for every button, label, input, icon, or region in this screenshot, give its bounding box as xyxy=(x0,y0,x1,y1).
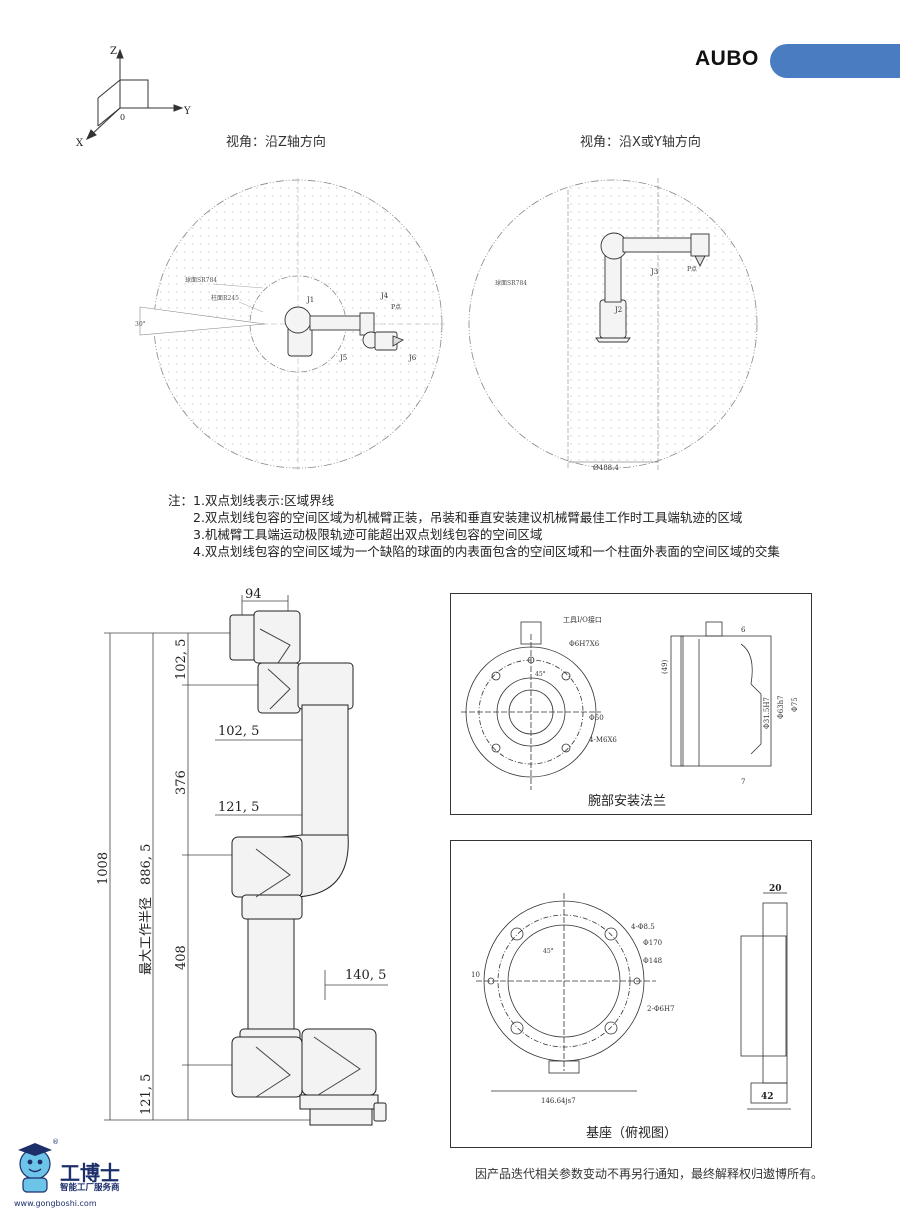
side-arm-model xyxy=(595,232,710,343)
base-d10-label: 10 xyxy=(471,971,480,979)
dim-121-5-h: 121, 5 xyxy=(218,800,259,815)
axis-x-label: X xyxy=(76,138,84,149)
side-j3-label: J3 xyxy=(650,268,658,276)
flange-d6-label: 6 xyxy=(741,626,746,634)
disclaimer-text: 因产品迭代相关参数变动不再另行通知，最终解释权归遨博所有。 xyxy=(475,1167,824,1181)
base-drawing: 4-Φ8.5 Φ170 Φ148 2-Φ6H7 10 45° 146.64js7… xyxy=(471,884,791,1110)
note-line-1: 注：1.双点划线表示:区域界线 xyxy=(168,492,780,509)
note-line-4: 4.双点划线包容的空间区域为一个缺陷的球面的内表面包含的空间区域和一个柱面外表面… xyxy=(193,544,780,559)
flange-d75-label: Φ75 xyxy=(791,697,799,712)
top-j6-label: J6 xyxy=(408,354,417,362)
base-d170-label: Φ170 xyxy=(643,939,662,947)
logo-cn-text: 工博士 xyxy=(60,1161,120,1185)
flange-d50-label: Φ50 xyxy=(589,714,604,722)
base-d146-label: 146.64js7 xyxy=(541,1097,576,1105)
dim-140-5: 140, 5 xyxy=(345,968,386,983)
axis-y-label: Y xyxy=(183,106,191,117)
side-dia-label: Ø488.4 xyxy=(593,464,619,472)
base-holes-label: 4-Φ8.5 xyxy=(631,923,655,931)
arm-elevation-drawing: 94 102, 5 121, 5 140, 5 1008 最大工作半径 886,… xyxy=(96,587,388,1126)
flange-drawing: 工具I/O接口 Φ6H7X6 Φ50 4-M6X6 45° (49) 6 Φ31… xyxy=(461,615,799,790)
base-panel xyxy=(450,840,812,1148)
top-angle-label: 30° xyxy=(135,321,146,328)
base-d148-label: Φ148 xyxy=(643,957,662,965)
top-arm-model xyxy=(284,306,405,357)
top-view-drawing: 30° 球面SR784 柱面R245 J1 J4 P点 J5 J6 xyxy=(135,178,445,470)
brand-logo: AUBO xyxy=(695,47,759,70)
logo-subtitle: 智能工厂服务商 xyxy=(60,1183,120,1193)
top-j4-label: J4 xyxy=(380,292,389,300)
top-sphere-label: 球面SR784 xyxy=(185,276,217,284)
arm-body xyxy=(229,610,387,1126)
side-view-title: 视角：沿X或Y轴方向 xyxy=(580,135,701,150)
note-line-2: 2.双点划线包容的空间区域为机械臂正装，吊装和垂直安装建议机械臂最佳工作时工具端… xyxy=(193,510,743,525)
brand-bar xyxy=(770,44,900,78)
base-caption: 基座（俯视图） xyxy=(586,1126,678,1141)
note-line-3: 3.机械臂工具端运动极限轨迹可能超出双点划线包容的空间区域 xyxy=(193,527,543,542)
side-view-drawing: Ø488.4 球面SR784 J2 J3 P点 xyxy=(468,178,758,472)
dim-408: 408 xyxy=(174,945,189,970)
top-cyl-label: 柱面R245 xyxy=(211,294,239,302)
logo-url: www.gongboshi.com xyxy=(14,1199,97,1208)
flange-io-label: 工具I/O接口 xyxy=(563,615,602,624)
dim-94: 94 xyxy=(245,587,262,602)
top-p-label: P点 xyxy=(391,303,401,311)
flange-d49-label: (49) xyxy=(661,659,669,674)
dim-reach-label: 最大工作半径 xyxy=(139,897,154,975)
side-p-label: P点 xyxy=(687,265,697,273)
dim-1008: 1008 xyxy=(96,852,111,885)
axis-origin-label: 0 xyxy=(120,113,125,122)
notes-block: 注：1.双点划线表示:区域界线 2.双点划线包容的空间区域为机械臂正装，吊装和垂… xyxy=(168,492,780,560)
axis-z-label: Z xyxy=(110,46,117,57)
base-d20-label: 20 xyxy=(769,884,782,894)
top-j5-label: J5 xyxy=(339,354,347,362)
registered-mark: ® xyxy=(52,1138,59,1146)
top-j1-label: J1 xyxy=(306,296,314,304)
notes-prefix: 注： xyxy=(168,493,194,508)
dim-102-5-h: 102, 5 xyxy=(218,724,259,739)
mascot-logo-icon xyxy=(18,1143,52,1193)
base-d42-label: 42 xyxy=(761,1092,774,1102)
flange-hole-label: Φ6H7X6 xyxy=(569,640,600,648)
dim-376: 376 xyxy=(174,770,189,795)
side-sphere-label: 球面SR784 xyxy=(495,279,527,287)
dim-102-5-v: 102, 5 xyxy=(174,639,189,680)
axis-indicator: Z Y X 0 xyxy=(76,46,191,149)
flange-ang-label: 45° xyxy=(535,671,546,678)
base-pin-label: 2-Φ6H7 xyxy=(647,1005,675,1013)
dim-121-5-v: 121, 5 xyxy=(139,1074,154,1115)
flange-caption: 腕部安装法兰 xyxy=(588,794,667,809)
dim-886-5: 886, 5 xyxy=(139,844,154,885)
flange-m6-label: 4-M6X6 xyxy=(589,736,617,744)
top-view-title: 视角：沿Z轴方向 xyxy=(226,135,326,150)
side-j2-label: J2 xyxy=(614,306,622,314)
flange-d63-label: Φ63h7 xyxy=(777,695,785,719)
note-text-1: 1.双点划线表示:区域界线 xyxy=(193,493,335,508)
base-ang-label: 45° xyxy=(543,948,554,955)
flange-d7-label: 7 xyxy=(741,778,745,786)
flange-d31-label: Φ31.5H7 xyxy=(763,697,771,729)
